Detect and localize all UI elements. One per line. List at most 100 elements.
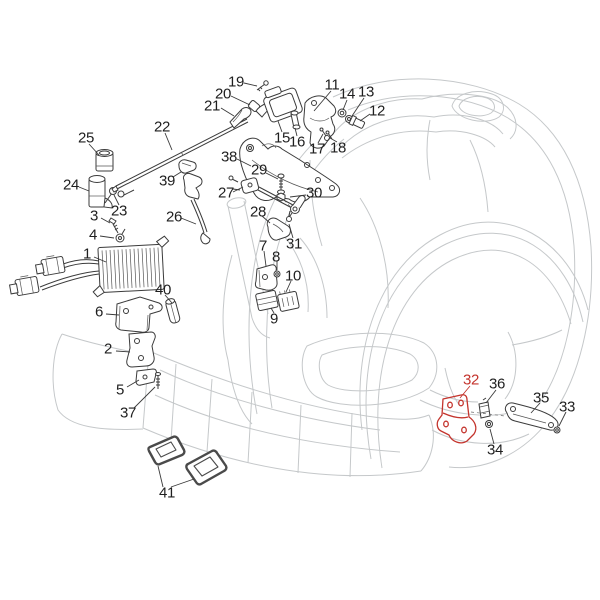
leader-line-7 (263, 250, 267, 267)
part-label-18[interactable]: 18 (329, 139, 347, 157)
leader-line-34 (489, 428, 495, 445)
leader-line-12 (359, 113, 371, 122)
part-label-6[interactable]: 6 (94, 303, 104, 321)
part-label-2[interactable]: 2 (103, 340, 113, 358)
part-10-connector (277, 289, 300, 312)
part-label-14[interactable]: 14 (338, 85, 356, 103)
part-label-19[interactable]: 19 (227, 73, 245, 91)
leader-line-41 (157, 465, 164, 488)
part-label-25[interactable]: 25 (77, 129, 95, 147)
leader-line-25 (88, 143, 100, 156)
leader-line-4 (99, 235, 115, 239)
part-label-16[interactable]: 16 (288, 133, 306, 151)
leader-line-5 (126, 379, 140, 388)
part-2-bracket (126, 331, 156, 368)
frame-drawing (52, 78, 593, 478)
part-label-11[interactable]: 11 (324, 76, 340, 94)
leader-line-24 (78, 186, 90, 192)
part-label-32[interactable]: 32 (462, 371, 480, 389)
part-label-12[interactable]: 12 (368, 102, 386, 120)
leader-line-30 (289, 194, 307, 198)
part-label-30[interactable]: 30 (305, 184, 323, 202)
part-label-36[interactable]: 36 (488, 375, 506, 393)
part-12-bolt (348, 114, 366, 129)
part-8-nut (273, 270, 281, 278)
leader-line-31 (288, 223, 294, 239)
part-label-33[interactable]: 33 (558, 398, 576, 416)
part-label-5[interactable]: 5 (115, 381, 125, 399)
part-label-4[interactable]: 4 (88, 226, 98, 244)
leader-line-14 (342, 99, 348, 111)
part-1-voltage-regulator (8, 235, 170, 298)
part-label-27[interactable]: 27 (217, 184, 235, 202)
leader-line-19 (243, 82, 258, 87)
leader-line-2 (115, 350, 131, 353)
part-label-23[interactable]: 23 (110, 202, 128, 220)
part-label-15[interactable]: 15 (273, 129, 291, 147)
leader-line-35 (530, 402, 541, 414)
part-11-bracket (303, 95, 337, 149)
part-39-cap (178, 159, 197, 174)
part-label-3[interactable]: 3 (89, 207, 99, 225)
leader-line-3 (100, 217, 111, 224)
part-21-cone-connector (229, 107, 252, 129)
part-label-17[interactable]: 17 (308, 140, 326, 158)
part-label-1[interactable]: 1 (82, 245, 92, 263)
part-4-washer-screw (115, 228, 126, 243)
part-9-relay (255, 289, 279, 312)
part-label-24[interactable]: 24 (62, 176, 80, 194)
part-32-highlighted-bracket[interactable] (436, 394, 477, 444)
part-28-clamp (266, 217, 291, 241)
part-label-9[interactable]: 9 (269, 310, 279, 328)
leader-line-32 (459, 385, 471, 399)
part-25-cylinder (95, 149, 114, 172)
part-label-10[interactable]: 10 (284, 267, 302, 285)
leader-line-27 (232, 186, 244, 193)
part-label-26[interactable]: 26 (165, 208, 183, 226)
leader-line-13 (351, 97, 365, 117)
part-label-13[interactable]: 13 (357, 83, 375, 101)
leader-line-9 (270, 307, 275, 314)
leader-line-33 (558, 411, 567, 427)
leader-line-29 (265, 172, 279, 180)
part-label-22[interactable]: 22 (153, 118, 171, 136)
part-label-28[interactable]: 28 (249, 203, 267, 221)
part-22-rod (111, 118, 249, 193)
leader-line-38 (236, 158, 252, 167)
leader-line-23 (113, 194, 120, 206)
leader-line-6 (105, 313, 120, 316)
part-41-rubber-pads (147, 435, 228, 486)
part-label-31[interactable]: 31 (285, 235, 303, 253)
part-26-spark-plug-cap (183, 173, 211, 245)
leader-line-39 (172, 171, 182, 178)
leader-line-18 (329, 137, 338, 143)
leader-line-11 (313, 90, 332, 112)
part-label-39[interactable]: 39 (158, 172, 176, 190)
part-label-41[interactable]: 41 (158, 484, 176, 502)
part-label-20[interactable]: 20 (214, 85, 232, 103)
part-34-nut (485, 420, 493, 428)
leader-line-17 (317, 133, 324, 144)
leader-line-10 (285, 280, 292, 293)
part-37-screw (155, 372, 161, 389)
part-35-arm (504, 402, 559, 431)
part-label-38[interactable]: 38 (220, 148, 238, 166)
part-5-plate (135, 368, 157, 386)
part-17-screw (319, 127, 327, 137)
part-label-34[interactable]: 34 (486, 441, 504, 459)
part-label-29[interactable]: 29 (250, 161, 268, 179)
part-14-washer (337, 108, 347, 118)
part-label-35[interactable]: 35 (532, 389, 550, 407)
part-label-40[interactable]: 40 (154, 281, 172, 299)
part-label-21[interactable]: 21 (203, 97, 221, 115)
part-19-screw (256, 80, 269, 92)
part-label-7[interactable]: 7 (258, 237, 268, 255)
leader-line-40 (164, 294, 173, 304)
part-label-8[interactable]: 8 (271, 248, 281, 266)
leader-line-41 (170, 478, 195, 488)
part-label-37[interactable]: 37 (119, 404, 137, 422)
part-38-support-bracket (239, 137, 341, 203)
